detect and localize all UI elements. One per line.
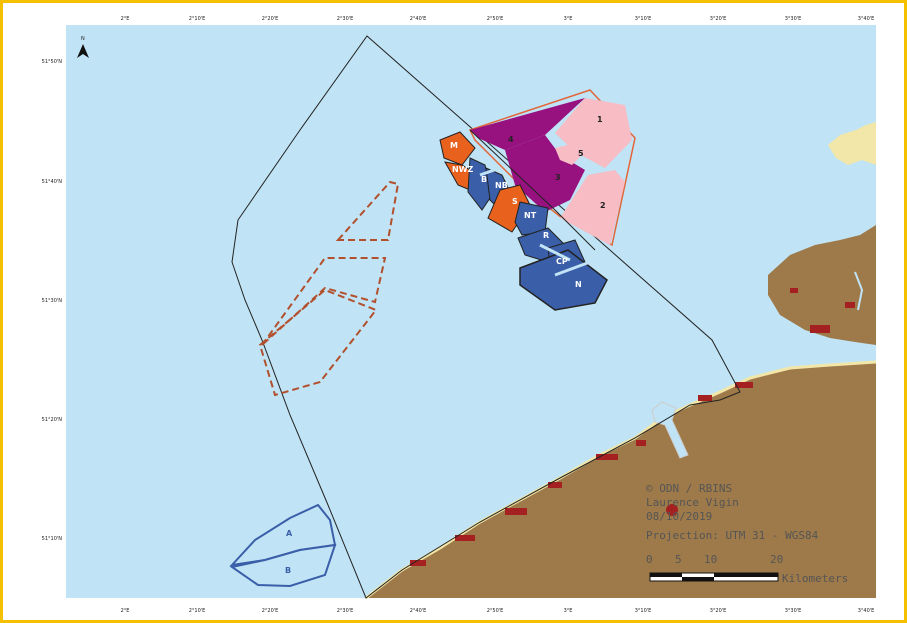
lon-tick-label-top: 3°20'E [710,16,727,22]
zone-2[interactable] [560,170,625,245]
north-arrow-icon [77,44,89,58]
zone-label-b-south: B [285,566,291,575]
lon-tick-labels-top: 2°E 2°10'E 2°20'E 2°30'E 2°40'E 2°50'E 3°E 3°10… [121,16,875,22]
credit-date: 08/10/2019 [646,510,712,523]
zone-label-nwz: NWZ [452,165,474,174]
lon-tick-label-top: 3°30'E [785,16,802,22]
lon-tick-label-bottom: 2°40'E [410,608,427,614]
lat-tick-label: 51°30'N [42,298,63,304]
zone-label-1: 1 [597,115,603,124]
border-line [469,129,596,251]
zone-label-m: M [450,141,458,150]
zone-label-nb: NB [495,181,508,190]
lon-tick-label-top: 2°10'E [189,16,206,22]
zone-label-r: R [543,231,549,240]
zone-label-2: 2 [600,201,606,210]
scale-tick-5: 5 [675,553,682,566]
lat-tick-label: 51°20'N [42,417,63,423]
zone-3[interactable] [505,135,585,212]
lon-tick-label-top: 2°50'E [487,16,504,22]
zone-label-3: 3 [555,173,561,182]
island-channel [854,271,864,311]
scale-tick-20: 20 [770,553,783,566]
lat-tick-labels-left: 51°50'N 51°40'N 51°30'N 51°20'N 51°10'N [42,59,63,542]
zone-label-5: 5 [578,149,584,158]
lat-tick-label: 51°50'N [42,59,63,65]
lon-tick-label-bottom: 3°20'E [710,608,727,614]
lon-tick-label-bottom: 3°10'E [635,608,652,614]
zone-m[interactable] [439,131,476,166]
lon-tick-label-top: 3°40'E [858,16,875,22]
lat-tick-label: 51°40'N [42,179,63,185]
lon-tick-label-bottom: 3°30'E [785,608,802,614]
dashed-proposed-zones [258,180,400,397]
island-land [768,225,876,345]
lon-tick-label-top: 2°40'E [410,16,427,22]
lon-tick-labels-bottom: 2°E 2°10'E 2°20'E 2°30'E 2°40'E 2°50'E 3°E 3°10… [121,608,875,614]
credit-projection: Projection: UTM 31 - WGS84 [646,529,819,542]
zone-label-b: B [481,175,487,184]
lon-tick-label-bottom: 2°10'E [189,608,206,614]
coastline-land [366,362,876,598]
zone-4[interactable] [470,98,585,150]
lon-tick-label-top: 3°10'E [635,16,652,22]
scale-unit: Kilometers [782,572,848,585]
zone-label-nt: NT [524,211,537,220]
lon-tick-label-bottom: 3°E [564,608,573,614]
lon-tick-label-top: 2°E [121,16,130,22]
scale-bar [649,572,779,582]
lat-tick-label: 51°10'N [42,536,63,542]
scale-tick-0: 0 [646,553,653,566]
zone-channels [479,166,591,277]
zone-label-s: S [512,197,518,206]
lon-tick-label-bottom: 2°50'E [487,608,504,614]
zone-label-a: A [286,529,293,538]
zone-5[interactable] [555,144,582,165]
credit-author: Laurence Vigin [646,496,739,509]
north-label: N [81,36,85,42]
eez-boundary [231,35,741,599]
lon-tick-label-bottom: 2°E [121,608,130,614]
zone-label-4: 4 [508,135,514,144]
lon-tick-label-bottom: 2°30'E [337,608,354,614]
zone-label-cp: CP [556,257,568,266]
lon-tick-label-bottom: 2°20'E [262,608,279,614]
northern-sandbank [828,122,876,165]
credit-copyright: © ODN / RBINS [646,482,732,495]
lon-tick-label-top: 2°30'E [337,16,354,22]
lon-tick-label-bottom: 3°40'E [858,608,875,614]
urban-areas [410,288,855,566]
harbour-structure [651,401,689,459]
zone-b-south[interactable] [229,543,337,588]
lon-tick-label-top: 3°E [564,16,573,22]
scale-tick-10: 10 [704,553,717,566]
zone-label-n: N [575,280,582,289]
lon-tick-label-top: 2°20'E [262,16,279,22]
